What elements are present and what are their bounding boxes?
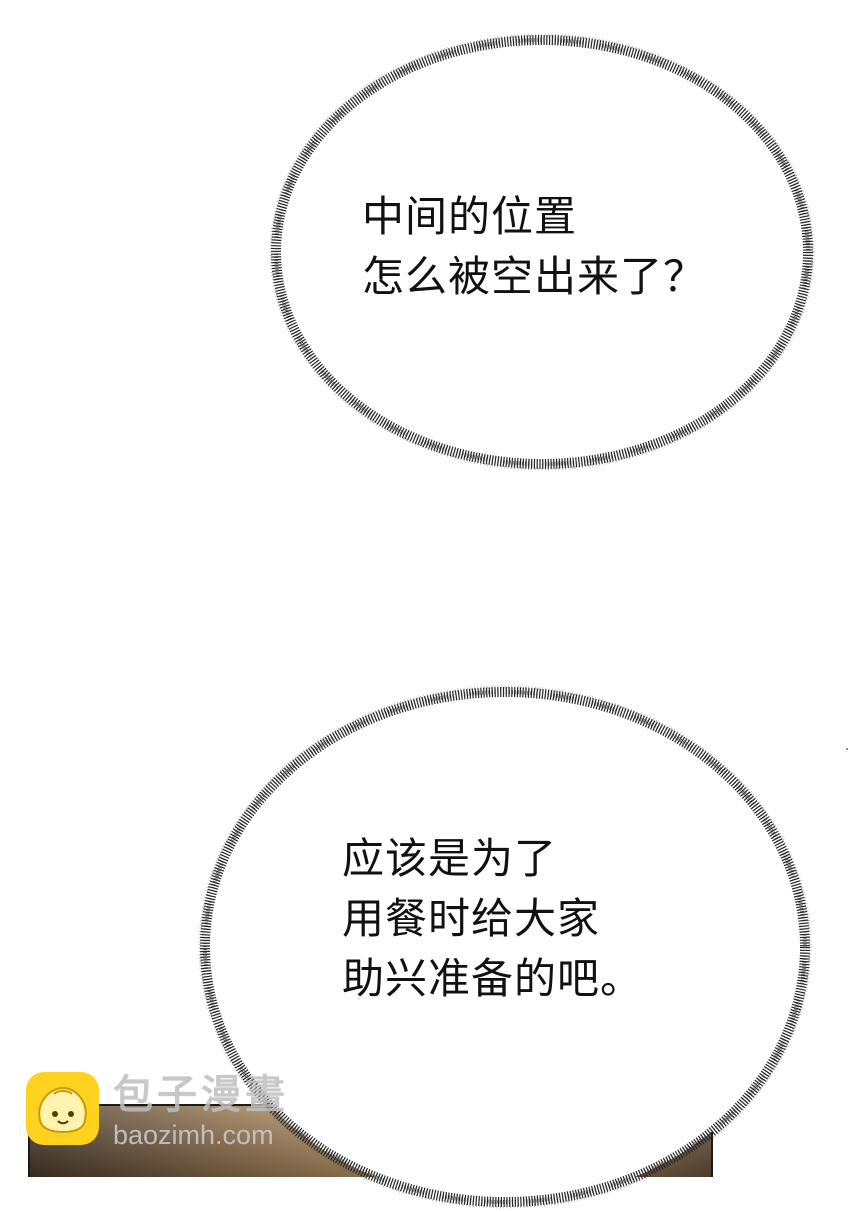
bubble-1-line-2: 怎么被空出来了？	[362, 252, 707, 301]
speech-bubble-2: 应该是为了 用餐时给大家 助兴准备的吧。	[190, 682, 820, 1212]
bubble-2-outline	[198, 685, 812, 1209]
watermark-name: 包子漫畫	[113, 1072, 289, 1118]
watermark: 包子漫畫 baozimh.com	[26, 1072, 326, 1150]
bubble-2-line-1: 应该是为了	[342, 834, 558, 883]
bubble-1-line-1: 中间的位置	[362, 192, 578, 241]
bubble-2-line-3: 助兴准备的吧。	[342, 954, 644, 1003]
comic-page: 中间的位置 怎么被空出来了？ 应该是为了 用餐时给大家 助兴准备的吧。	[26, 30, 848, 1209]
ink-speck	[846, 748, 848, 750]
bubble-2-text: 应该是为了 用餐时给大家 助兴准备的吧。	[342, 829, 643, 1009]
watermark-url: baozimh.com	[113, 1120, 274, 1150]
bubble-1-text: 中间的位置 怎么被空出来了？	[362, 187, 706, 307]
bubble-2-line-2: 用餐时给大家	[342, 894, 601, 943]
bun-face-icon	[26, 1072, 99, 1145]
speech-bubble-1: 中间的位置 怎么被空出来了？	[262, 30, 822, 475]
bubble-1-outline	[269, 33, 815, 471]
